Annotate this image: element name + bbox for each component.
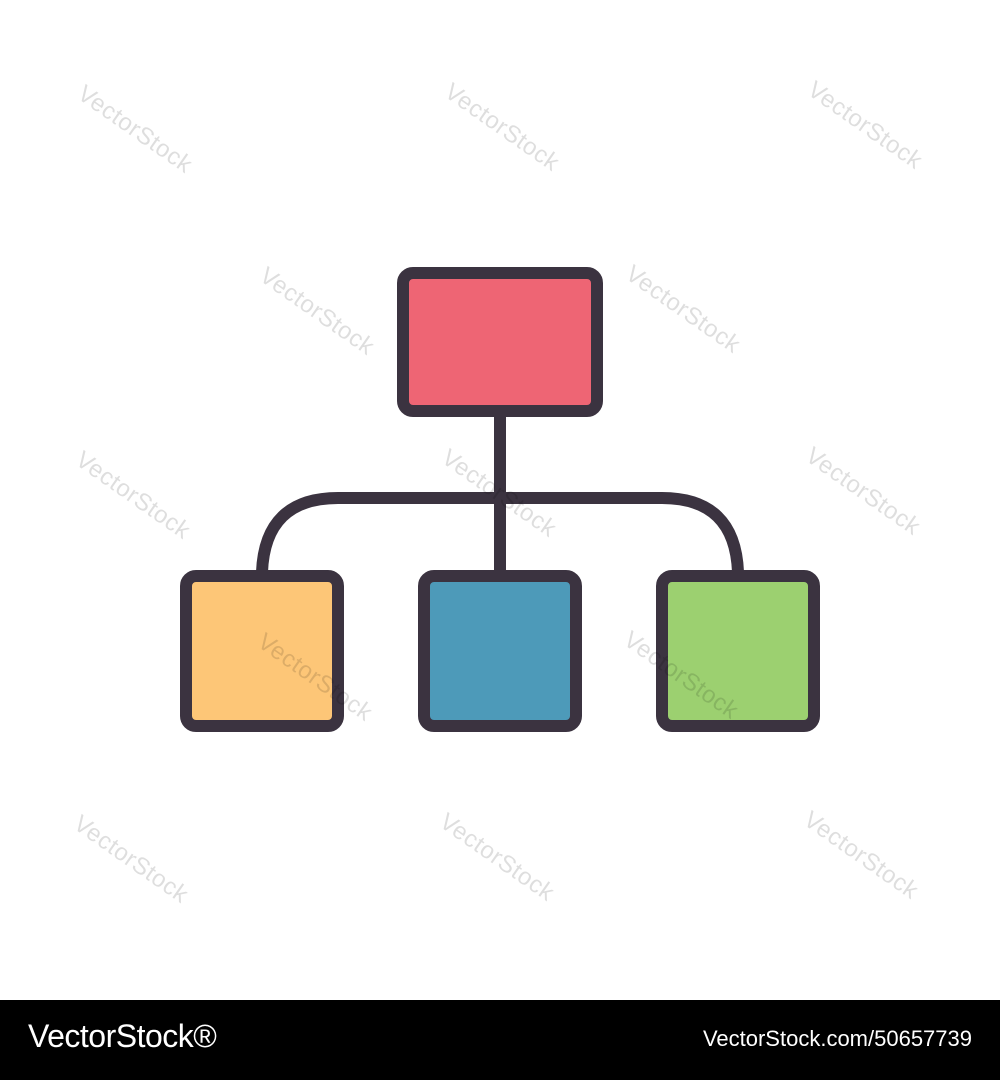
- footer-image-id: VectorStock.com/50657739: [702, 1026, 972, 1051]
- footer-brand: VectorStock®: [28, 1018, 217, 1054]
- node-root: [397, 267, 603, 417]
- hierarchy-diagram: [180, 267, 820, 732]
- node-child-right: [656, 570, 820, 732]
- footer-bar: VectorStock® VectorStock.com/50657739: [0, 1000, 1000, 1080]
- node-child-left: [180, 570, 344, 732]
- node-child-middle: [418, 570, 582, 732]
- diagram-canvas: VectorStock VectorStock VectorStock Vect…: [68, 76, 928, 909]
- connector-lines: [256, 408, 744, 578]
- edge-bus-to-right: [494, 492, 744, 578]
- edge-bus-to-left: [256, 492, 506, 578]
